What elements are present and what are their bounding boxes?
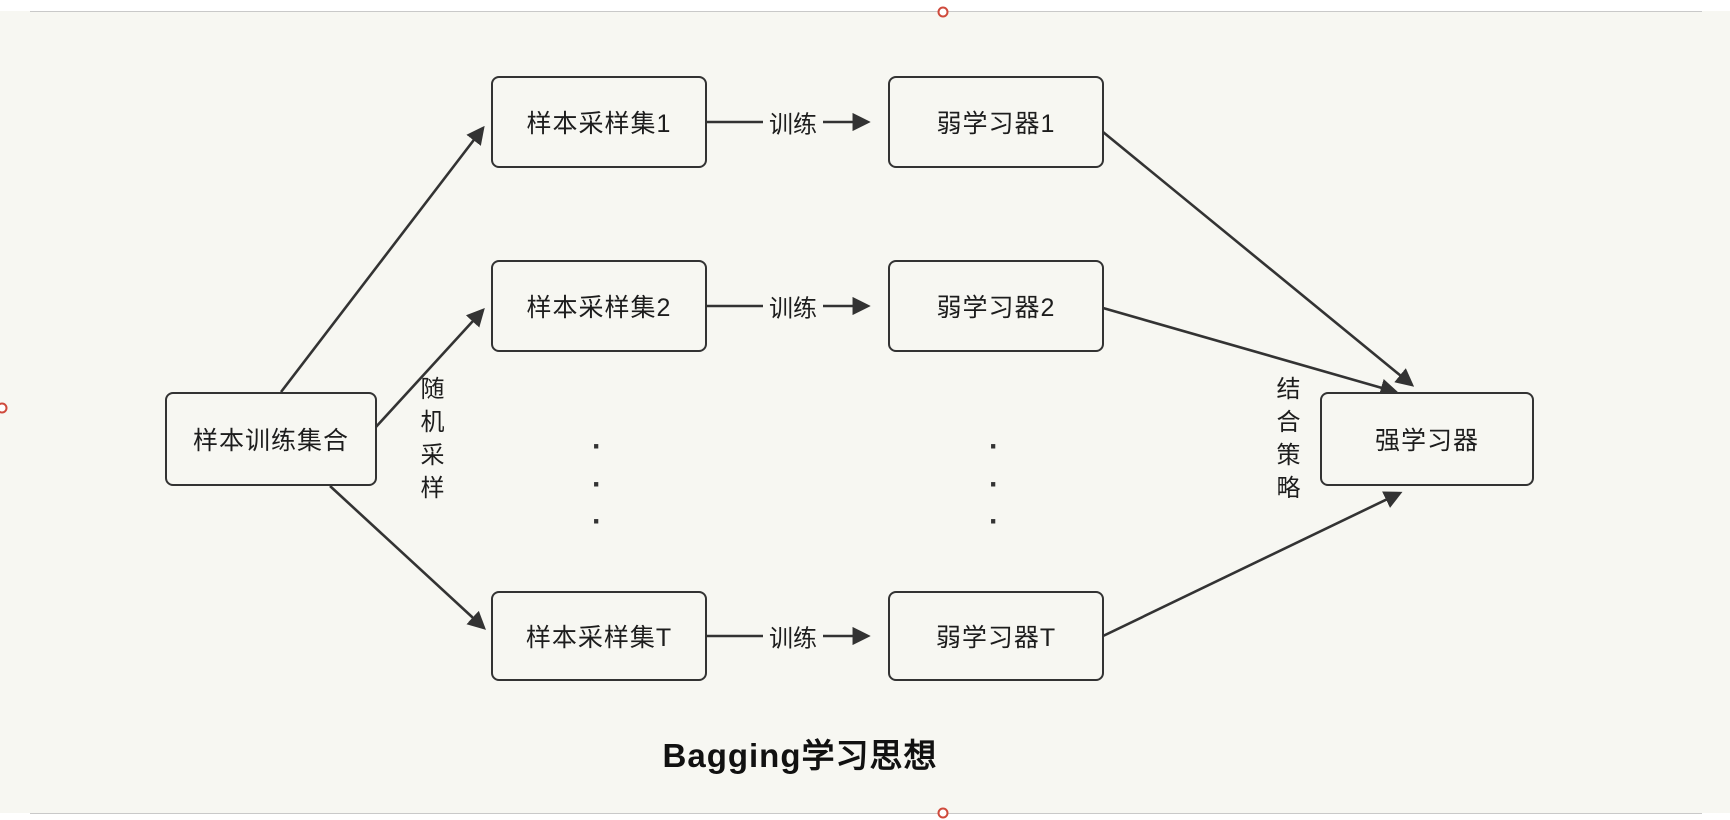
node-sample-set-1: 样本采样集1 [491,76,707,168]
node-strong-learner: 强学习器 [1320,392,1534,486]
arrow-weakt-to-strong [1102,491,1403,638]
node-weak-learner-1: 弱学习器1 [888,76,1104,168]
arrow-weak2-to-strong [1102,306,1399,397]
left-resize-handle[interactable] [0,402,8,414]
edge-label-combine-strategy: 结合策略 [1272,376,1299,508]
edge-label-random-sampling: 随机采样 [416,376,443,508]
node-sample-set-t: 样本采样集T [491,591,707,681]
diagram-title: Bagging学习思想 [662,737,938,774]
arrow-training-to-sample2 [374,307,485,429]
top-crop-line [30,11,1702,12]
arrow-training-to-samplet [329,485,487,630]
bottom-crop-line [30,813,1702,814]
ellipsis-weak-learners: · · · [989,430,999,538]
edge-label-train-2: 训练 [763,287,823,325]
node-sample-training-set: 样本训练集合 [165,392,377,486]
node-weak-learner-t: 弱学习器T [888,591,1104,681]
bottom-resize-handle[interactable] [937,807,949,819]
edge-label-train-1: 训练 [763,103,823,141]
ellipsis-sample-sets: · · · [592,430,602,538]
top-resize-handle[interactable] [937,6,949,18]
arrow-weak1-to-strong [1102,130,1415,387]
arrow-training-to-sample1 [279,125,485,393]
node-weak-learner-2: 弱学习器2 [888,260,1104,352]
edge-label-train-t: 训练 [763,617,823,655]
node-sample-set-2: 样本采样集2 [491,260,707,352]
